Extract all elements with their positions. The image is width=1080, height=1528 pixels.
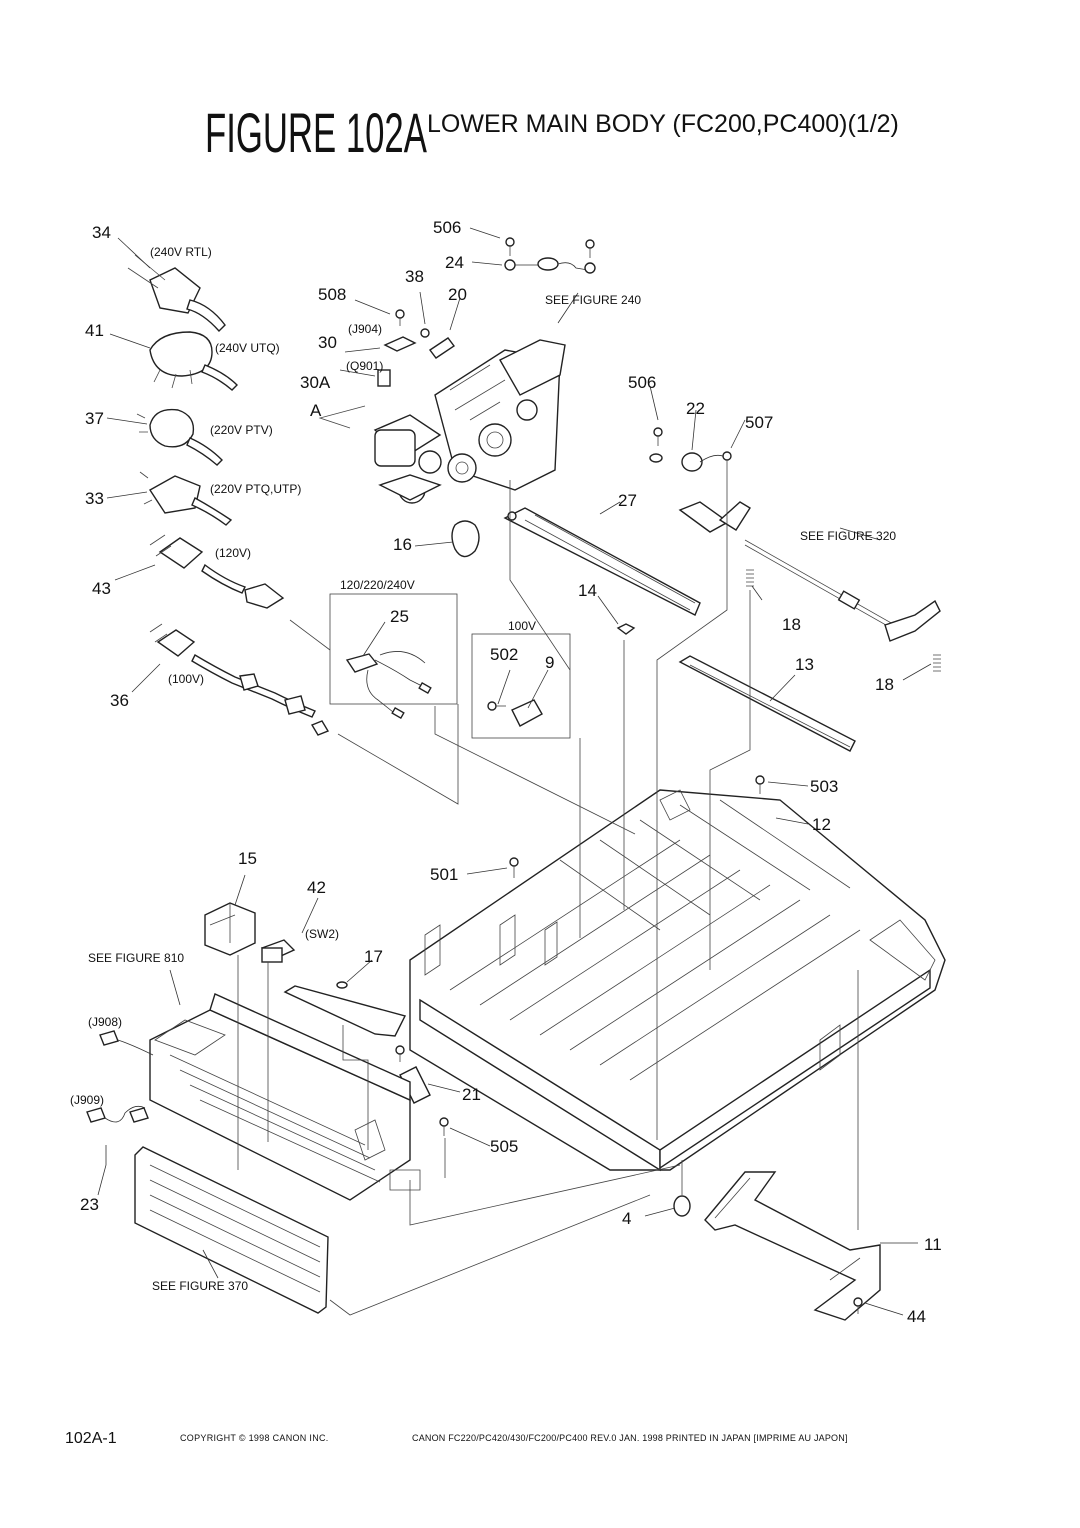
part-502-part-9 bbox=[471, 633, 571, 739]
label-100v-cord: (100V) bbox=[168, 672, 204, 686]
label-see-figure-240: SEE FIGURE 240 bbox=[545, 293, 641, 307]
callout-11: 11 bbox=[924, 1235, 942, 1254]
callout-42: 42 bbox=[307, 878, 326, 897]
label-see-figure-810: SEE FIGURE 810 bbox=[88, 951, 184, 965]
callout-27: 27 bbox=[618, 491, 637, 510]
label-q901: (Q901) bbox=[346, 359, 383, 373]
callout-A: A bbox=[310, 401, 322, 420]
label-100v-box: 100V bbox=[508, 619, 536, 633]
callout-23: 23 bbox=[80, 1195, 99, 1214]
screw-44 bbox=[853, 1297, 863, 1314]
callout-33: 33 bbox=[85, 489, 104, 508]
label-120v: (120V) bbox=[215, 546, 251, 560]
part-22-speaker bbox=[649, 427, 732, 472]
callout-36: 36 bbox=[110, 691, 129, 710]
callout-37: 37 bbox=[85, 409, 104, 428]
callout-15: 15 bbox=[238, 849, 257, 868]
callout-numbers: 34 41 37 33 43 36 506 24 38 508 20 30 30… bbox=[80, 218, 942, 1326]
part-14-clip bbox=[616, 623, 636, 635]
part-13-guide bbox=[678, 655, 856, 752]
page-number: 102A-1 bbox=[65, 1430, 117, 1447]
callout-30: 30 bbox=[318, 333, 337, 352]
label-see-figure-320: SEE FIGURE 320 bbox=[800, 529, 896, 543]
roller-assembly bbox=[678, 501, 941, 642]
label-voltage: 120/220/240V bbox=[340, 578, 415, 592]
callout-14: 14 bbox=[578, 581, 597, 600]
callout-20: 20 bbox=[448, 285, 467, 304]
callout-13: 13 bbox=[795, 655, 814, 674]
power-cord-240v-utq bbox=[149, 331, 238, 391]
callout-12: 12 bbox=[812, 815, 831, 834]
label-sw2: (SW2) bbox=[305, 927, 339, 941]
part-17-lever bbox=[283, 981, 407, 1037]
drive-unit bbox=[373, 339, 566, 504]
part-4-foot bbox=[673, 1195, 691, 1217]
publication-info: CANON FC220/PC420/430/FC200/PC400 REV.0 … bbox=[412, 1433, 848, 1443]
power-cord-240v-rtl bbox=[127, 254, 226, 333]
power-cord-220v-ptq bbox=[139, 471, 233, 526]
callout-25: 25 bbox=[390, 607, 409, 626]
part-25-harness bbox=[329, 593, 458, 720]
callout-41: 41 bbox=[85, 321, 104, 340]
callout-21: 21 bbox=[462, 1085, 481, 1104]
callout-501: 501 bbox=[430, 865, 458, 884]
part-23-cover bbox=[134, 1146, 329, 1314]
figure-number: FIGURE 102A bbox=[205, 101, 427, 164]
part-24-buzzer bbox=[504, 257, 596, 274]
callout-38: 38 bbox=[405, 267, 424, 286]
callout-9: 9 bbox=[545, 653, 554, 672]
screws-506-top bbox=[395, 237, 595, 338]
label-j904: (J904) bbox=[348, 322, 382, 336]
callout-4: 4 bbox=[622, 1209, 631, 1228]
label-220v-ptq: (220V PTQ,UTP) bbox=[210, 482, 301, 496]
power-cord-120v bbox=[149, 534, 285, 609]
label-see-figure-370: SEE FIGURE 370 bbox=[152, 1279, 248, 1293]
callout-34: 34 bbox=[92, 223, 111, 242]
callout-506-top: 506 bbox=[433, 218, 461, 237]
callout-505: 505 bbox=[490, 1137, 518, 1156]
callout-44: 44 bbox=[907, 1307, 926, 1326]
connector-j908 bbox=[99, 1030, 154, 1056]
label-240v-utq: (240V UTQ) bbox=[215, 341, 280, 355]
screw-501 bbox=[509, 857, 519, 878]
copyright-text: COPYRIGHT © 1998 CANON INC. bbox=[180, 1433, 329, 1443]
callout-16: 16 bbox=[393, 535, 412, 554]
callout-18-a: 18 bbox=[782, 615, 801, 634]
connector-j909 bbox=[86, 1105, 149, 1123]
part-15-bracket bbox=[204, 902, 256, 956]
part-16-belt bbox=[451, 520, 480, 558]
label-220v-ptv: (220V PTV) bbox=[210, 423, 273, 437]
label-j908: (J908) bbox=[88, 1015, 122, 1029]
spring-18-a bbox=[746, 569, 754, 587]
callout-43: 43 bbox=[92, 579, 111, 598]
label-j909: (J909) bbox=[70, 1093, 104, 1107]
power-cord-220v-ptv bbox=[136, 408, 223, 466]
part-27-rail bbox=[503, 507, 701, 616]
figure-subtitle: LOWER MAIN BODY (FC200,PC400)(1/2) bbox=[427, 110, 899, 138]
callout-24: 24 bbox=[445, 253, 464, 272]
control-board-unit bbox=[149, 993, 421, 1201]
callout-506-mid: 506 bbox=[628, 373, 656, 392]
part-30-bracket bbox=[377, 336, 456, 387]
part-42-switch bbox=[260, 939, 296, 963]
figure-title: FIGURE 102A LOWER MAIN BODY (FC200,PC400… bbox=[205, 100, 899, 165]
power-cord-100v bbox=[149, 623, 330, 736]
callout-507: 507 bbox=[745, 413, 773, 432]
callout-30A: 30A bbox=[300, 373, 331, 392]
part-11-handle bbox=[704, 1171, 881, 1321]
screw-505 bbox=[439, 1117, 449, 1136]
callout-508: 508 bbox=[318, 285, 346, 304]
leader-lines bbox=[97, 227, 932, 1316]
lower-main-body-frame bbox=[409, 789, 946, 1172]
callout-18-b: 18 bbox=[875, 675, 894, 694]
callout-17: 17 bbox=[364, 947, 383, 966]
label-240v-rtl: (240V RTL) bbox=[150, 245, 212, 259]
spring-18-b bbox=[933, 654, 941, 672]
text-labels: (240V RTL) (240V UTQ) (220V PTV) (220V P… bbox=[70, 245, 896, 1293]
callout-503: 503 bbox=[810, 777, 838, 796]
callout-502: 502 bbox=[490, 645, 518, 664]
callout-22: 22 bbox=[686, 399, 705, 418]
